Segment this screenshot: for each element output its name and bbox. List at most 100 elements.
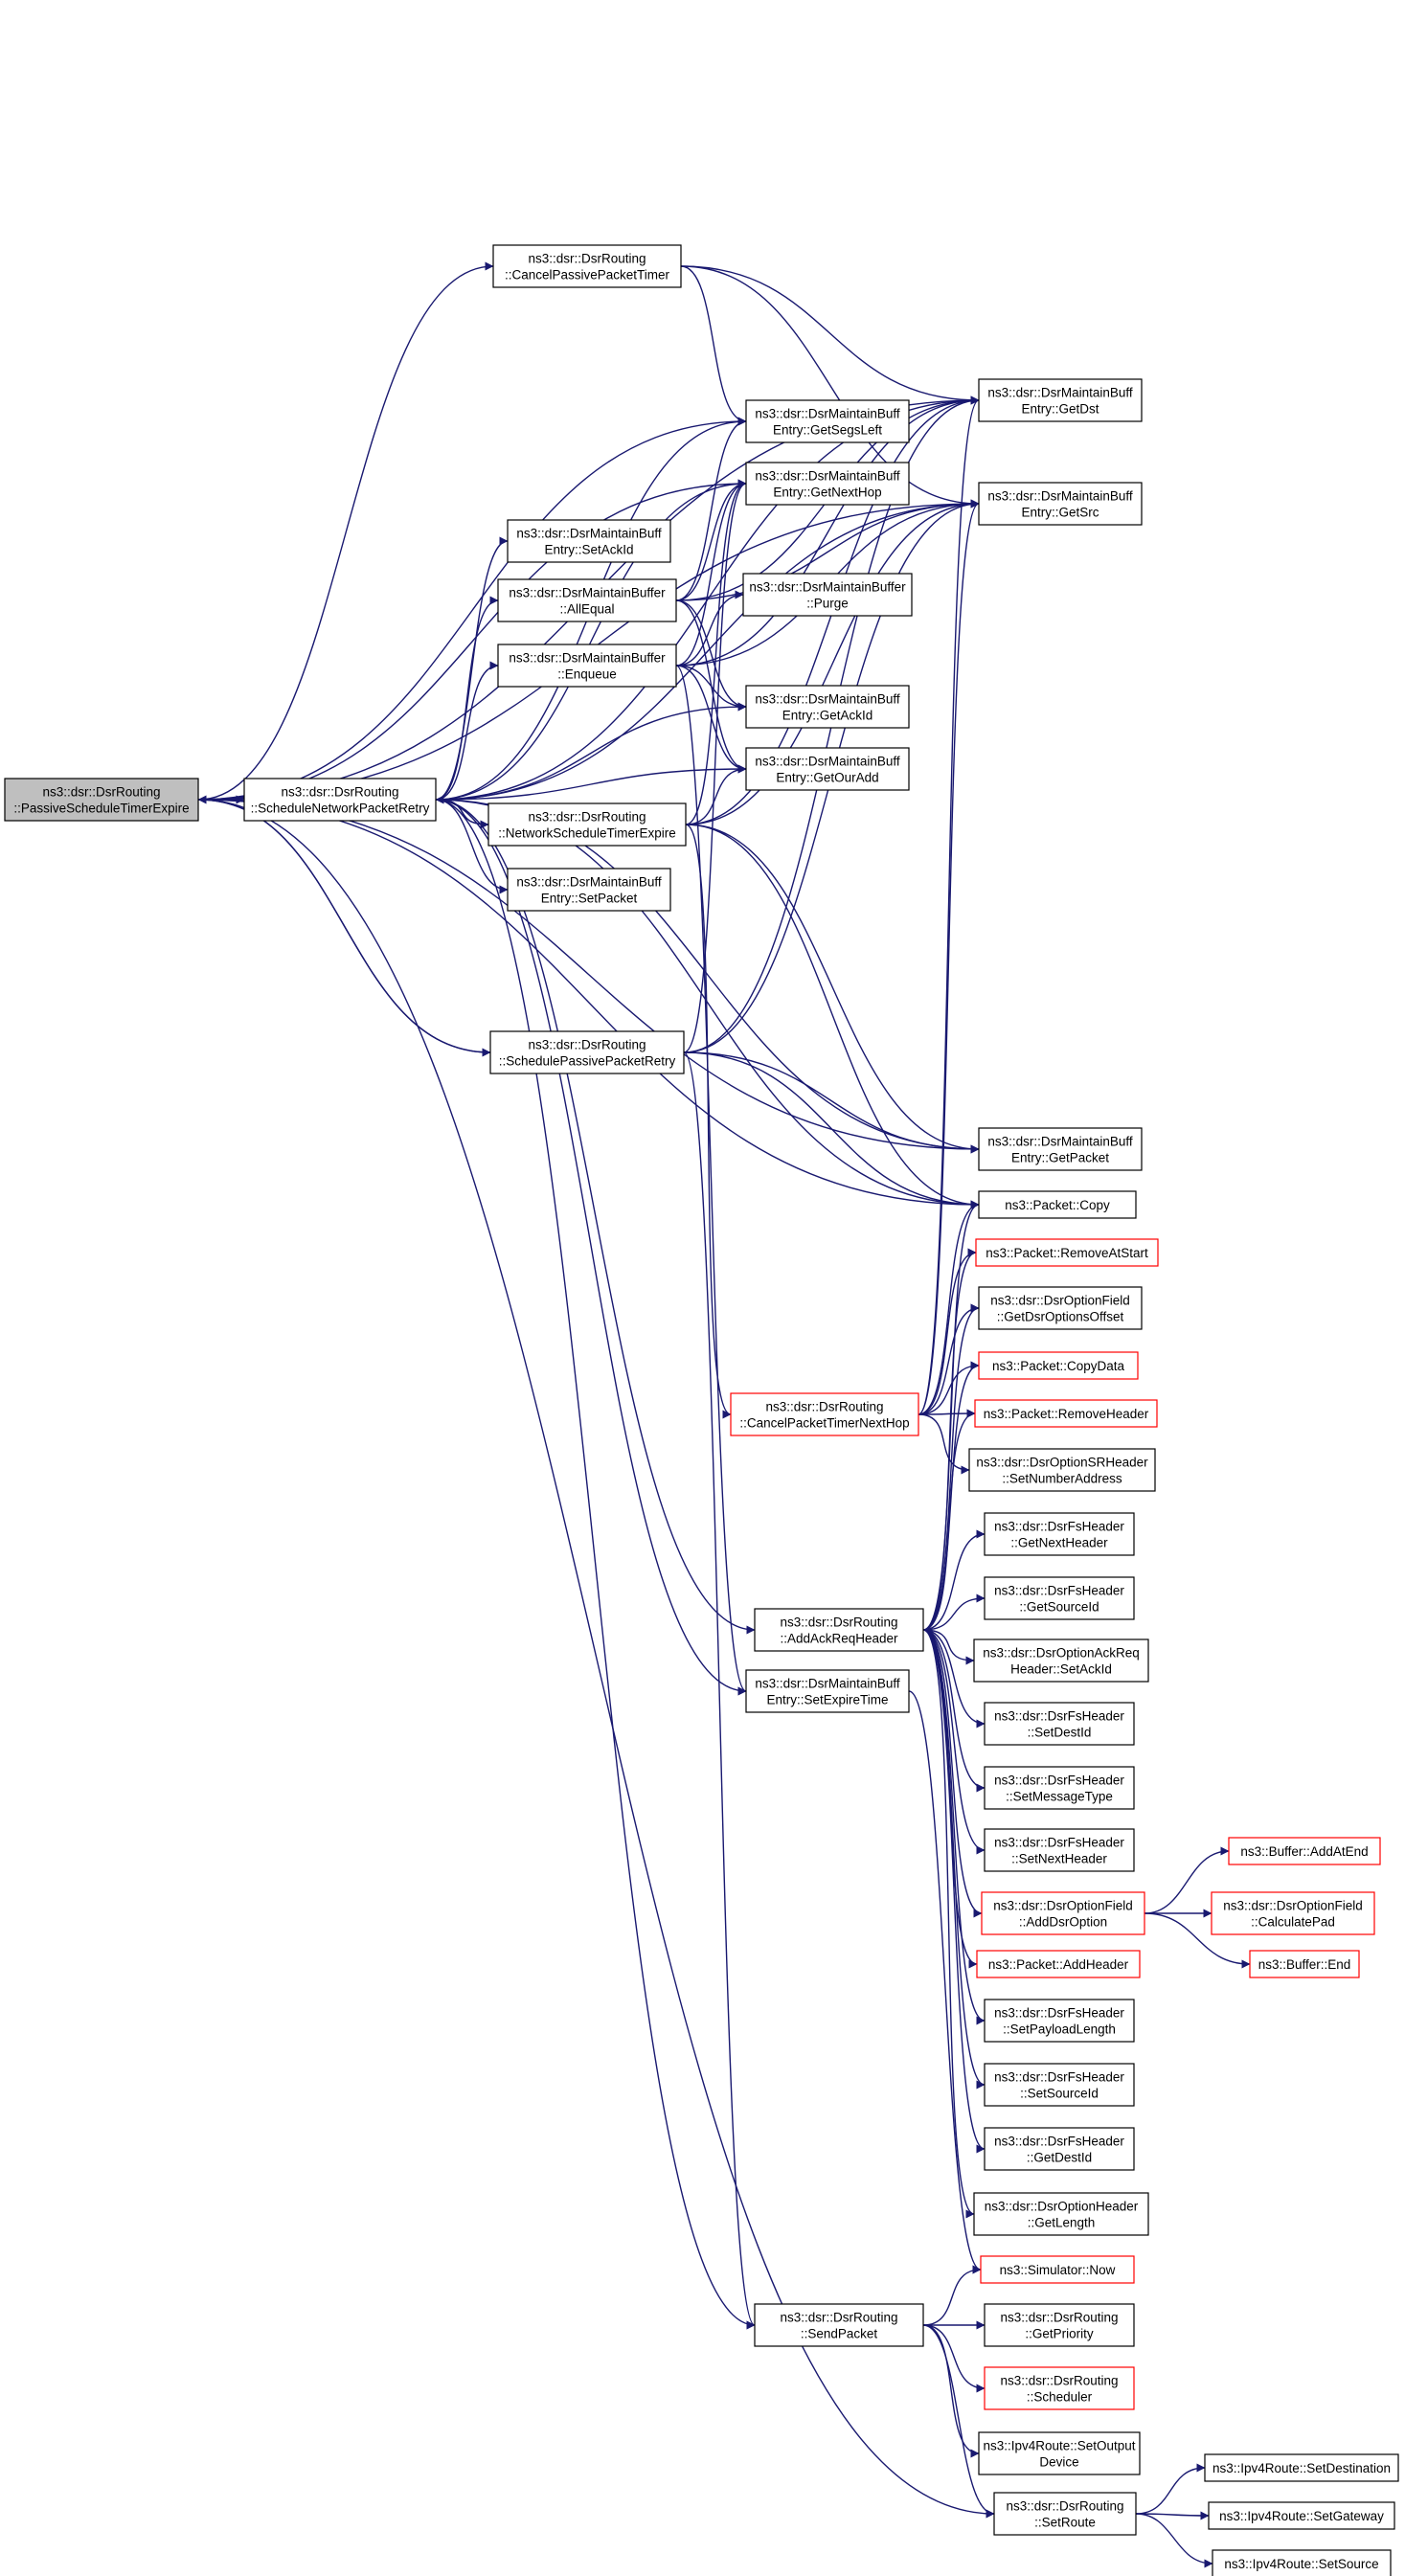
node-label: ns3::Ipv4Route::SetGateway [1219, 2509, 1384, 2523]
node-getpriority[interactable]: ns3::dsr::DsrRouting::GetPriority [984, 2303, 1135, 2347]
node-getsegsleft[interactable]: ns3::dsr::DsrMaintainBuffEntry::GetSegsL… [745, 399, 910, 443]
edge-cptnh-to-getsrc [918, 499, 980, 1415]
node-box [978, 2431, 1141, 2475]
node-box [984, 1999, 1135, 2043]
node-addatend[interactable]: ns3::Buffer::AddAtEnd [1228, 1837, 1381, 1865]
node-setnextheader[interactable]: ns3::dsr::DsrFsHeader::SetNextHeader [984, 1828, 1135, 1872]
node-copydata[interactable]: ns3::Packet::CopyData [978, 1351, 1139, 1380]
node-box [745, 747, 910, 791]
node-label: ns3::dsr::DsrMaintainBuff [516, 875, 662, 890]
node-label: ns3::dsr::DsrMaintainBuff [516, 527, 662, 541]
node-label: ns3::dsr::DsrFsHeader [994, 1709, 1124, 1724]
edge-snpr-to-getouradd [435, 764, 747, 801]
node-box [978, 378, 1143, 422]
edge-nste-to-getpacket [685, 824, 980, 1154]
node-box [754, 1608, 924, 1652]
node-label: ns3::dsr::DsrRouting [528, 252, 646, 266]
node-nste[interactable]: ns3::dsr::DsrRouting::NetworkScheduleTim… [487, 802, 687, 847]
node-copy[interactable]: ns3::Packet::Copy [978, 1190, 1137, 1219]
node-scheduler[interactable]: ns3::dsr::DsrRouting::Scheduler [984, 2366, 1135, 2410]
edge-addackreqheader-to-setnextheader [922, 1629, 986, 1855]
node-setsource[interactable]: ns3::Ipv4Route::SetSource [1212, 2549, 1392, 2576]
node-purge[interactable]: ns3::dsr::DsrMaintainBuffer::Purge [742, 573, 913, 617]
edge-setexpiretime-to-simnow [908, 1690, 982, 2274]
node-getpacket[interactable]: ns3::dsr::DsrMaintainBuffEntry::GetPacke… [978, 1127, 1143, 1171]
node-setmessagetype[interactable]: ns3::dsr::DsrFsHeader::SetMessageType [984, 1766, 1135, 1810]
edge-addackreqheader-to-ackreq_setackid [922, 1629, 975, 1665]
node-ackreq_setackid[interactable]: ns3::dsr::DsrOptionAckReqHeader::SetAckI… [973, 1638, 1149, 1683]
edge-cptnh-to-removeheader [918, 1409, 976, 1418]
node-removeheader[interactable]: ns3::Packet::RemoveHeader [974, 1399, 1158, 1428]
node-getnexthop[interactable]: ns3::dsr::DsrMaintainBuffEntry::GetNextH… [745, 462, 910, 506]
node-label: ns3::dsr::DsrRouting [528, 1038, 646, 1052]
node-box [978, 1190, 1137, 1219]
node-label: ns3::dsr::DsrMaintainBuff [987, 386, 1133, 400]
node-getdestid[interactable]: ns3::dsr::DsrFsHeader::GetDestId [984, 2127, 1135, 2171]
edge-allequal-to-getsrc [675, 499, 980, 601]
node-setnumberaddress[interactable]: ns3::dsr::DsrOptionSRHeader::SetNumberAd… [968, 1448, 1156, 1492]
edge-addackreqheader-to-removeheader [922, 1409, 976, 1631]
edge-snpr-to-enqueue [435, 661, 499, 801]
edge-enqueue-to-getnexthop [675, 479, 747, 667]
node-box [742, 573, 913, 617]
node-sppr[interactable]: ns3::dsr::DsrRouting::SchedulePassivePac… [489, 1030, 685, 1074]
node-setgateway[interactable]: ns3::Ipv4Route::SetGateway [1208, 2501, 1395, 2530]
node-getlength[interactable]: ns3::dsr::DsrOptionHeader::GetLength [973, 2192, 1149, 2236]
node-box [1249, 1950, 1360, 1978]
edge-addackreqheader-to-adddsroption [922, 1629, 983, 1918]
node-setdestid[interactable]: ns3::dsr::DsrFsHeader::SetDestId [984, 1702, 1135, 1746]
node-allequal[interactable]: ns3::dsr::DsrMaintainBuffer::AllEqual [497, 578, 677, 622]
node-addheader[interactable]: ns3::Packet::AddHeader [976, 1950, 1141, 1978]
node-setroute[interactable]: ns3::dsr::DsrRouting::SetRoute [993, 2492, 1137, 2536]
node-adddsroption[interactable]: ns3::dsr::DsrOptionField::AddDsrOption [981, 1891, 1145, 1935]
node-setdestination[interactable]: ns3::Ipv4Route::SetDestination [1204, 2453, 1399, 2482]
node-bufferend[interactable]: ns3::Buffer::End [1249, 1950, 1360, 1978]
node-addackreqheader[interactable]: ns3::dsr::DsrRouting::AddAckReqHeader [754, 1608, 924, 1652]
node-label: ns3::dsr::DsrFsHeader [994, 1520, 1124, 1534]
node-setpayloadlength[interactable]: ns3::dsr::DsrFsHeader::SetPayloadLength [984, 1999, 1135, 2043]
edge-root-to-getpacket [197, 799, 980, 1154]
edge-allequal-to-getouradd [675, 599, 747, 774]
node-snpr[interactable]: ns3::dsr::DsrRouting::ScheduleNetworkPac… [243, 778, 437, 822]
node-getsourceid[interactable]: ns3::dsr::DsrFsHeader::GetSourceId [984, 1576, 1135, 1620]
node-getdsroptionsoffset[interactable]: ns3::dsr::DsrOptionField::GetDsrOptionsO… [978, 1286, 1143, 1330]
node-removeatstart[interactable]: ns3::Packet::RemoveAtStart [975, 1238, 1159, 1267]
node-label: Entry::GetDst [1021, 402, 1099, 417]
edge-allequal-to-getsegsleft [675, 417, 747, 601]
node-box [993, 2492, 1137, 2536]
node-getouradd[interactable]: ns3::dsr::DsrMaintainBuffEntry::GetOurAd… [745, 747, 910, 791]
node-cptnh[interactable]: ns3::dsr::DsrRouting::CancelPacketTimerN… [730, 1392, 919, 1436]
edge-enqueue-to-purge [675, 590, 744, 667]
node-enqueue[interactable]: ns3::dsr::DsrMaintainBuffer::Enqueue [497, 644, 677, 688]
node-label: ns3::dsr::DsrRouting [765, 1400, 883, 1414]
node-label: ::GetPriority [1025, 2327, 1094, 2341]
node-box [973, 1638, 1149, 1683]
node-simnow[interactable]: ns3::Simulator::Now [980, 2255, 1135, 2284]
node-root[interactable]: ns3::dsr::DsrRouting::PassiveScheduleTim… [4, 778, 199, 822]
node-label: ns3::dsr::DsrRouting [1000, 2311, 1118, 2325]
node-getnextheader[interactable]: ns3::dsr::DsrFsHeader::GetNextHeader [984, 1512, 1135, 1556]
edge-addackreqheader-to-setmessagetype [922, 1629, 986, 1793]
node-label: ::AddAckReqHeader [780, 1632, 898, 1646]
node-label: ns3::Ipv4Route::SetOutput [983, 2439, 1135, 2453]
node-sendpacket[interactable]: ns3::dsr::DsrRouting::SendPacket [754, 2303, 924, 2347]
edge-nste-to-getouradd [685, 764, 747, 825]
node-box [492, 244, 682, 288]
node-setsourceid[interactable]: ns3::dsr::DsrFsHeader::SetSourceId [984, 2063, 1135, 2107]
node-label: ::SetSourceId [1020, 2087, 1099, 2101]
node-label: ns3::Simulator::Now [1000, 2263, 1116, 2277]
edge-addackreqheader-to-getlength [922, 1629, 975, 2219]
node-setexpiretime[interactable]: ns3::dsr::DsrMaintainBuffEntry::SetExpir… [745, 1669, 910, 1713]
edge-snpr-to-addackreqheader [435, 799, 756, 1635]
node-label: ::SetNumberAddress [1002, 1472, 1122, 1486]
node-label: ns3::dsr::DsrMaintainBuff [987, 489, 1133, 504]
node-label: ns3::dsr::DsrRouting [1000, 2374, 1118, 2388]
node-cppt[interactable]: ns3::dsr::DsrRouting::CancelPassivePacke… [492, 244, 682, 288]
node-setpacket[interactable]: ns3::dsr::DsrMaintainBuffEntry::SetPacke… [507, 868, 671, 912]
node-calculatepad[interactable]: ns3::dsr::DsrOptionField::CalculatePad [1211, 1891, 1375, 1935]
